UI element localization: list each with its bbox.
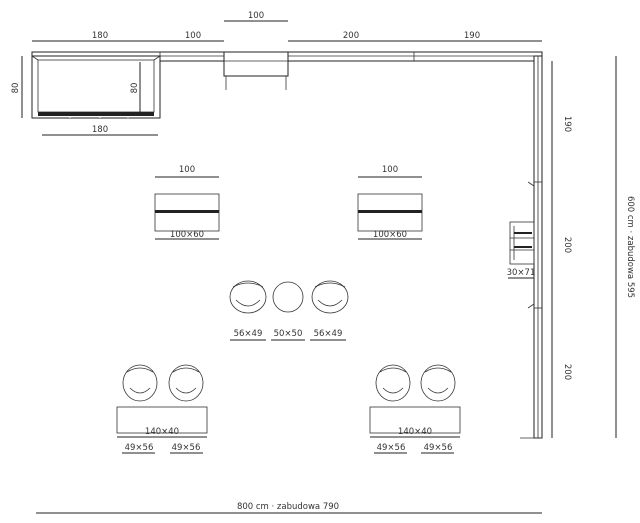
dim-right-190: 190 (551, 61, 572, 182)
dim-top-200: 200 (288, 31, 414, 42)
left-corner-unit (31, 55, 161, 119)
desk-left-width-label: 100 (179, 165, 195, 175)
bench-left-size-label: 140×40 (145, 427, 179, 437)
dim-top-100-center: 100 (224, 11, 288, 22)
dim-right-total: 600 cm · zabudowa 595 (615, 56, 635, 438)
dim-bottom-180: 180 (42, 125, 158, 136)
dim-top-200-label: 200 (343, 31, 359, 41)
bench-group-right: 140×40 49×56 49×56 (369, 364, 461, 454)
dim-right-190-label: 190 (562, 116, 572, 132)
dim-right-total-label: 600 cm · zabudowa 595 (625, 196, 635, 298)
wall-cabinet (223, 51, 289, 90)
bench-right-size-label: 140×40 (398, 427, 432, 437)
desk-right-size-label: 100×60 (373, 230, 407, 240)
dim-top-190-label: 190 (464, 31, 480, 41)
round-table-size-label: 50×50 (274, 329, 303, 339)
bench-right-chair2-label: 49×56 (424, 443, 453, 453)
dim-right-200-low-label: 200 (562, 364, 572, 380)
dim-bottom-total: 800 cm · zabudowa 790 (36, 502, 542, 514)
dim-bottom-180-label: 180 (92, 125, 108, 135)
bench-left-chair1-label: 49×56 (125, 443, 154, 453)
chair-right: 56×49 (310, 280, 349, 341)
desk-right-width-label: 100 (382, 165, 398, 175)
dim-right-200-low: 200 (551, 308, 572, 438)
bench-left-chair2-label: 49×56 (172, 443, 201, 453)
desk-left: 100 100×60 (154, 165, 220, 240)
bench-right-chair1-label: 49×56 (377, 443, 406, 453)
shelf-unit (509, 221, 535, 265)
dim-top-100-center-label: 100 (248, 11, 264, 21)
dim-left-80-label: 80 (11, 83, 21, 94)
dim-inner-80-label: 80 (130, 83, 140, 94)
dim-right-200-mid-label: 200 (562, 237, 572, 253)
shelf-dimension: 30×71 (507, 268, 536, 279)
dim-top-100-left: 100 (160, 31, 224, 42)
dim-bottom-total-label: 800 cm · zabudowa 790 (237, 502, 339, 512)
dim-top-180: 180 (32, 31, 160, 42)
bench-group-left: 140×40 49×56 49×56 (116, 364, 208, 454)
dim-top-190: 190 (414, 31, 542, 42)
dim-top-180-label: 180 (92, 31, 108, 41)
round-table: 50×50 (271, 281, 305, 341)
dim-top-100-left-label: 100 (185, 31, 201, 41)
desk-right: 100 100×60 (357, 165, 423, 240)
chair-left-size-label: 56×49 (234, 329, 263, 339)
shelf-size-label: 30×71 (507, 268, 536, 278)
chair-left: 56×49 (229, 280, 267, 341)
dim-left-80: 80 (11, 56, 23, 118)
chair-right-size-label: 56×49 (314, 329, 343, 339)
dim-right-200-mid: 200 (551, 182, 572, 308)
desk-left-size-label: 100×60 (170, 230, 204, 240)
dim-inner-80: 80 (130, 62, 141, 112)
